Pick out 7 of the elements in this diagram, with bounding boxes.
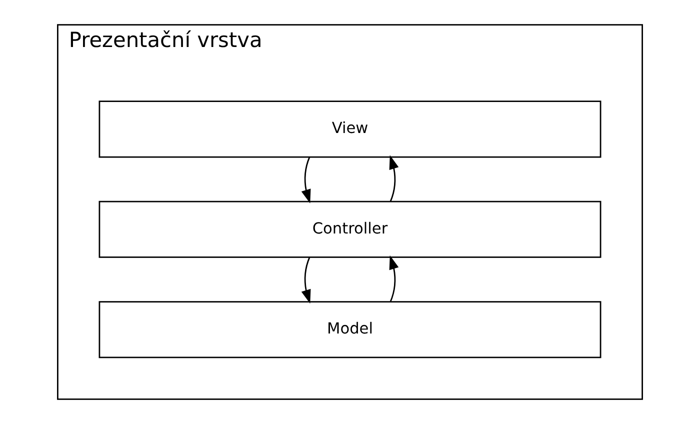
node-box: Controller — [98, 200, 602, 258]
arrow — [389, 155, 399, 202]
arrow — [301, 156, 311, 204]
node-box: Model — [98, 301, 602, 358]
arrow — [389, 255, 399, 302]
arrow — [301, 257, 311, 304]
node-box: View — [98, 100, 602, 158]
